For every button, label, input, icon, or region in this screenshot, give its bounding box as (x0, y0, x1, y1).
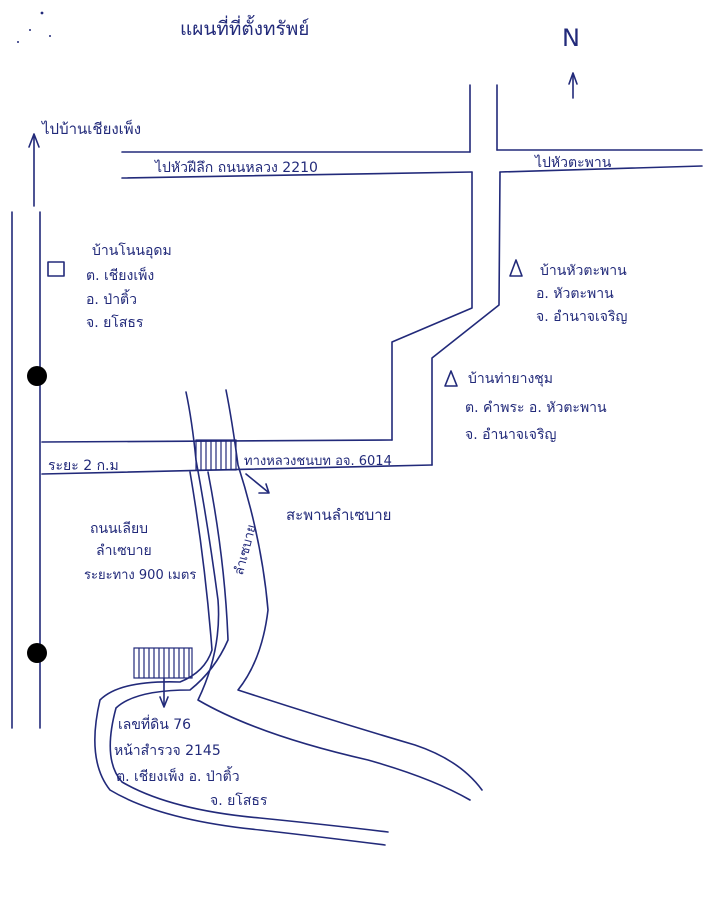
speck (17, 41, 19, 43)
label-lamsaebai-bridge: สะพานลำเซบาย (286, 506, 392, 524)
bridge-arrow-head (258, 483, 270, 494)
label-survey-no: หน้าสำรวจ 2145 (114, 743, 221, 759)
levee-road-left (94, 471, 386, 846)
map-title: แผนที่ที่ตั้งทรัพย์ (180, 18, 310, 40)
label-levee-road-2: ลำเซบาย (96, 543, 152, 559)
north-arrow-head (568, 72, 578, 85)
label-deed-province: จ. ยโสธร (210, 793, 268, 809)
highway-6014-top-edge (41, 439, 393, 443)
label-to-ban-chiang-phueng: ไปบ้านเชียงเพ็ง (42, 120, 142, 138)
label-ban-tha-yang-chum: บ้านท่ายางชุม (468, 371, 554, 387)
label-highway-6014: ทางหลวงชนบท อจ. 6014 (244, 454, 392, 469)
label-ban-hua-taphan-amphoe: อ. หัวตะพาน (536, 286, 614, 302)
location-dot-lower (27, 643, 47, 663)
property-arrow-head (159, 696, 169, 708)
bridge-hatch-lines (200, 440, 232, 470)
label-deed-no: เลขที่ดิน 76 (118, 717, 192, 733)
property-parcel-hatch (138, 648, 190, 678)
label-to-hua-taphan: ไปหัวตะพาน (535, 155, 612, 171)
highway-2210-bottom-edge (121, 171, 473, 179)
label-ban-hua-taphan-province: จ. อำนาจเจริญ (536, 309, 628, 325)
label-deed-location: ต. เชียงเพ็ง อ. ป่าติ้ว (116, 769, 240, 785)
label-ban-non-udom: บ้านโนนอุดม (92, 243, 172, 259)
right-road-edge-right (431, 84, 501, 466)
river-right-bank (225, 389, 483, 791)
label-ban-non-udom-tambon: ต. เชียงเพ็ง (86, 268, 155, 284)
label-ban-tha-yang-chum-tambon: ต. คำพระ อ. หัวตะพาน (465, 400, 607, 416)
label-ban-non-udom-amphoe: อ. ป่าติ้ว (86, 292, 138, 308)
label-ban-tha-yang-chum-province: จ. อำนาจเจริญ (465, 427, 557, 443)
label-ban-non-udom-province: จ. ยโสธร (86, 315, 144, 331)
highway-6014-bottom-edge (41, 464, 433, 475)
property-parcel (133, 647, 193, 679)
north-label: N (562, 24, 580, 52)
ban-non-udom-marker (47, 261, 65, 277)
speck (49, 35, 51, 37)
road-to-hua-taphan-bottom (499, 165, 703, 173)
speck (40, 11, 44, 15)
levee-road-right (109, 471, 389, 833)
label-ban-hua-taphan: บ้านหัวตะพาน (540, 263, 627, 279)
label-levee-distance: ระยะทาง 900 เมตร (84, 568, 197, 583)
arrow-head-up (28, 133, 40, 148)
label-distance-2km: ระยะ 2 ก.ม (48, 458, 119, 474)
ban-tha-yang-chum-triangle (444, 370, 458, 387)
ban-hua-taphan-triangle (509, 259, 523, 277)
location-dot-upper (27, 366, 47, 386)
label-levee-road: ถนนเลียบ (90, 521, 149, 537)
bridge-arrow (245, 473, 269, 493)
speck (29, 29, 31, 31)
label-to-highway-2210: ไปหัวฝีลึก ถนนหลวง 2210 (155, 160, 318, 176)
right-road-edge-left (391, 84, 473, 441)
